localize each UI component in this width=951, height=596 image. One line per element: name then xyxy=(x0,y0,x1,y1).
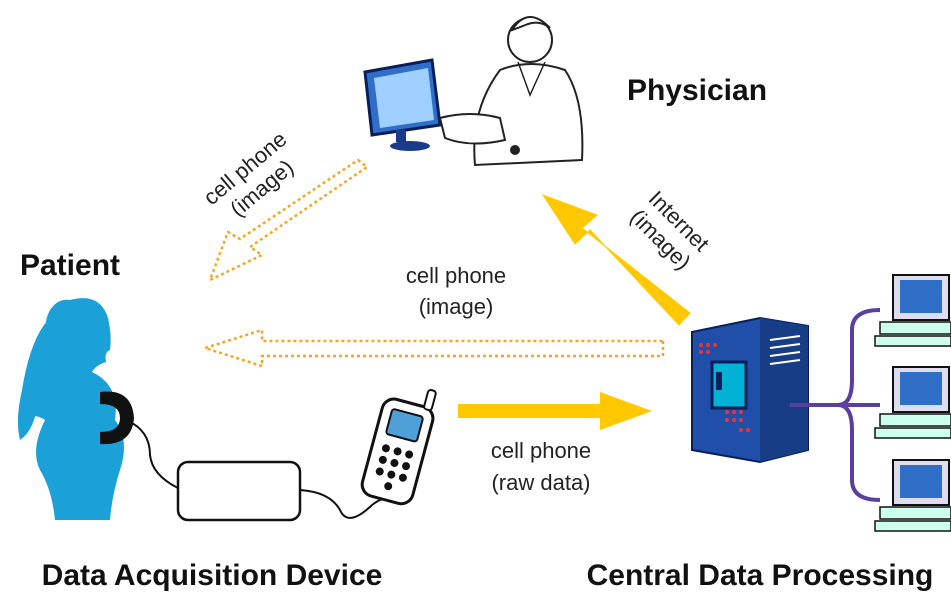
arrow-physician-to-patient xyxy=(207,158,370,283)
computer-terminal-icon xyxy=(874,459,951,532)
edge-label-physician-to-patient: cell phone (image) xyxy=(199,126,299,221)
edge-label-line1: cell phone xyxy=(491,438,591,463)
acquisition-box-icon xyxy=(125,419,393,522)
arrow-processing-to-physician xyxy=(541,194,691,326)
patient-silhouette-icon xyxy=(17,298,134,520)
edge-label-device-to-processing: cell phone (raw data) xyxy=(491,438,591,495)
arrow-processing-to-patient xyxy=(200,328,665,368)
arrow-device-to-processing xyxy=(458,392,652,430)
physician-icon xyxy=(363,16,584,167)
server-icon xyxy=(691,316,809,464)
edge-label-processing-to-patient: cell phone (image) xyxy=(406,263,506,319)
computer-terminal-icon xyxy=(874,274,951,347)
edge-label-line2: (image) xyxy=(419,294,494,319)
edge-label-processing-to-physician: Internet (image) xyxy=(625,186,714,275)
device-label: Data Acquisition Device xyxy=(42,559,383,591)
cell-phone-icon xyxy=(360,389,437,506)
physician-label: Physician xyxy=(627,74,767,107)
processing-label: Central Data Processing xyxy=(587,559,934,591)
computer-terminal-icon xyxy=(874,366,951,439)
edge-label-line1: cell phone xyxy=(406,263,506,288)
patient-label: Patient xyxy=(20,249,120,282)
network-cables xyxy=(790,308,881,502)
edge-label-line2: (raw data) xyxy=(491,470,590,495)
